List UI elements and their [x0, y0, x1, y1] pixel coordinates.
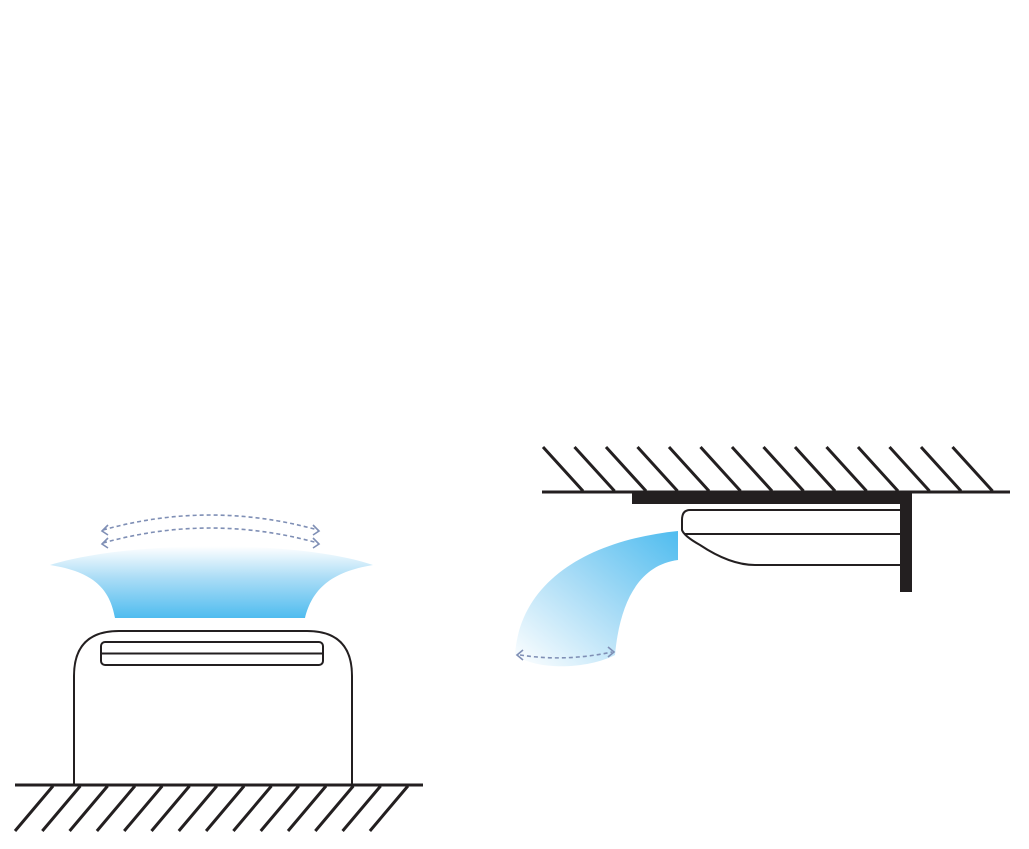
hatch-line — [286, 785, 328, 832]
hatch-line — [368, 785, 410, 832]
hatch-line — [667, 445, 711, 493]
hatch-line — [177, 785, 218, 832]
hatch-line — [919, 445, 963, 493]
hatch-line — [730, 445, 774, 493]
mounting-bracket-top — [632, 492, 912, 504]
hatch-line — [13, 785, 55, 832]
hatch-line — [573, 445, 616, 493]
upward-airflow — [50, 546, 373, 618]
hatch-line — [150, 785, 191, 832]
hatch-line — [314, 785, 355, 832]
mounting-bracket-side — [900, 492, 912, 592]
hatch-line — [541, 445, 585, 493]
hatch-line — [888, 445, 931, 493]
ceiling-mounted-unit — [515, 445, 1010, 667]
hatch-line — [68, 785, 109, 832]
hatch-line — [793, 445, 837, 493]
floor-hatching — [13, 785, 410, 832]
hatch-line — [604, 445, 648, 493]
hatch-line — [856, 445, 900, 493]
hatch-line — [41, 785, 82, 832]
hatch-line — [762, 445, 805, 493]
swing-arrow-icon — [100, 514, 321, 549]
hatch-line — [123, 785, 164, 832]
hatch-line — [95, 785, 137, 832]
hatch-line — [204, 785, 246, 832]
hatch-line — [341, 785, 382, 832]
curved-airflow — [515, 531, 678, 667]
swing-arrow-icon — [515, 646, 616, 661]
unit-body — [73, 630, 353, 784]
hatch-line — [259, 785, 300, 832]
hatch-line — [232, 785, 273, 832]
hatch-line — [825, 445, 868, 493]
ceiling-hatching — [541, 445, 994, 493]
hatch-line — [951, 445, 994, 493]
unit-body — [681, 509, 900, 566]
floor-standing-unit — [13, 514, 423, 832]
hatch-line — [636, 445, 679, 493]
hatch-line — [699, 445, 742, 493]
